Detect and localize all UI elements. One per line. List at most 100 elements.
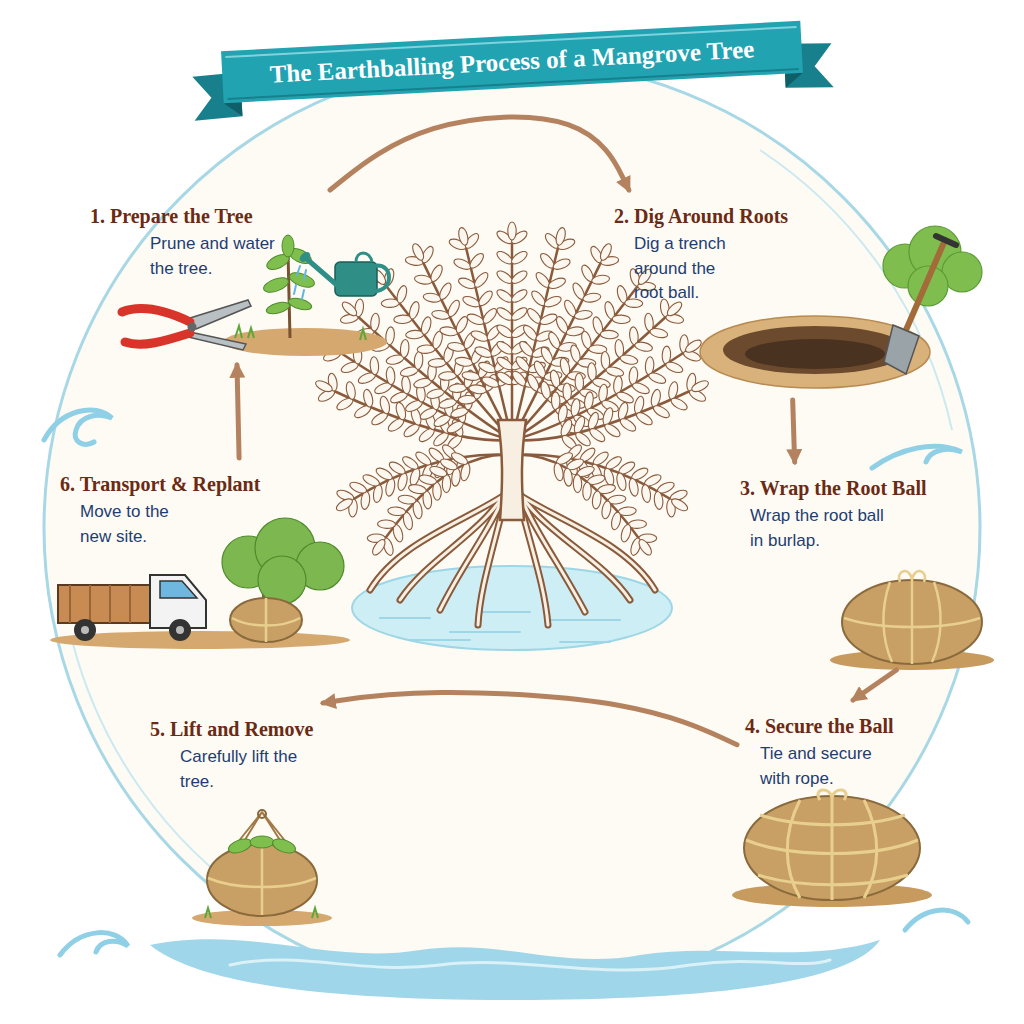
leaf <box>647 371 667 386</box>
transport-illustration <box>232 598 300 642</box>
step-description: Dig a trench around the root ball. <box>634 232 746 306</box>
title-banner <box>785 73 804 88</box>
leaf <box>384 478 396 497</box>
step-heading: 5. Lift and Remove <box>150 717 313 741</box>
leaf <box>370 538 387 558</box>
leaf <box>495 287 515 304</box>
frame-circle <box>44 60 980 996</box>
watering-can <box>294 266 306 299</box>
leaf <box>645 357 655 376</box>
leaf <box>432 482 441 500</box>
wrap-illustration <box>842 580 982 664</box>
leaf <box>510 249 530 266</box>
leaf <box>649 327 668 339</box>
shovel <box>936 236 956 245</box>
prepare-illustration <box>282 235 294 257</box>
pruning-shears <box>188 332 246 350</box>
secure-illustration <box>744 796 920 900</box>
leaf <box>572 415 587 435</box>
leaf <box>551 392 560 410</box>
waves <box>872 446 962 468</box>
leaf <box>459 462 471 481</box>
title-banner <box>224 102 243 117</box>
prepare-illustration <box>287 296 313 312</box>
leaf <box>610 511 622 530</box>
leaf <box>394 401 407 421</box>
leaf <box>477 289 495 308</box>
title-banner <box>191 19 834 120</box>
leaf <box>662 346 671 364</box>
leaf <box>510 305 530 322</box>
leaf <box>588 426 607 444</box>
leaf <box>468 384 487 395</box>
leaf <box>635 410 655 427</box>
lift-illustration <box>227 836 298 856</box>
leaf <box>477 360 497 375</box>
transport-illustration <box>169 619 191 641</box>
waves <box>230 960 830 970</box>
watering-can <box>356 253 372 262</box>
leaf <box>495 249 515 266</box>
leaf <box>418 473 438 486</box>
leaf <box>628 478 640 497</box>
leaf <box>665 300 684 318</box>
watering-can <box>298 250 312 264</box>
leaf <box>447 341 466 352</box>
leaf <box>619 523 632 543</box>
prepare-illustration <box>288 270 317 290</box>
leaf <box>615 472 627 491</box>
lift-illustration <box>192 810 332 926</box>
leaf <box>583 391 594 410</box>
transport-illustration <box>81 626 89 634</box>
leaf <box>667 381 679 400</box>
leaf <box>637 538 654 558</box>
step-description: Move to the new site. <box>80 500 190 549</box>
leaf <box>582 482 591 500</box>
secure-illustration <box>831 798 834 900</box>
leaf <box>495 355 515 372</box>
leaf <box>345 381 357 400</box>
leaf <box>598 242 613 262</box>
waves <box>905 910 968 930</box>
leaf <box>396 472 408 491</box>
leaf <box>360 491 370 510</box>
leaf <box>582 292 601 303</box>
leaf <box>414 351 424 370</box>
leaf <box>400 339 410 358</box>
leaf <box>600 330 618 339</box>
branch <box>511 240 514 440</box>
prop-roots <box>512 490 655 590</box>
leaf <box>652 403 672 420</box>
leaf <box>340 300 359 318</box>
leaf <box>379 395 392 415</box>
leaf <box>495 370 515 387</box>
secure-illustration <box>746 790 918 900</box>
waves <box>150 939 880 1000</box>
step-heading: 3. Wrap the Root Ball <box>740 476 927 500</box>
leaf <box>372 484 383 503</box>
leaf <box>442 475 451 493</box>
leaf <box>398 494 417 505</box>
wrap-illustration <box>883 582 892 662</box>
leaf <box>641 484 652 503</box>
frame-circle <box>760 150 952 430</box>
leaf <box>670 496 690 513</box>
leaf <box>395 284 408 304</box>
secure-illustration <box>787 800 800 898</box>
waves <box>60 933 128 955</box>
leaf <box>586 411 600 431</box>
leaf <box>603 422 622 439</box>
leaf <box>631 381 651 396</box>
leaf <box>570 398 581 417</box>
leaf <box>457 276 477 291</box>
leaf <box>429 263 445 283</box>
leaf <box>470 329 490 344</box>
leaf <box>601 407 615 427</box>
cycle-arrow <box>323 692 737 744</box>
leaf <box>495 339 515 356</box>
leaf <box>431 309 450 320</box>
leaf <box>690 379 710 394</box>
branch <box>356 315 512 440</box>
transport-illustration <box>74 619 96 641</box>
